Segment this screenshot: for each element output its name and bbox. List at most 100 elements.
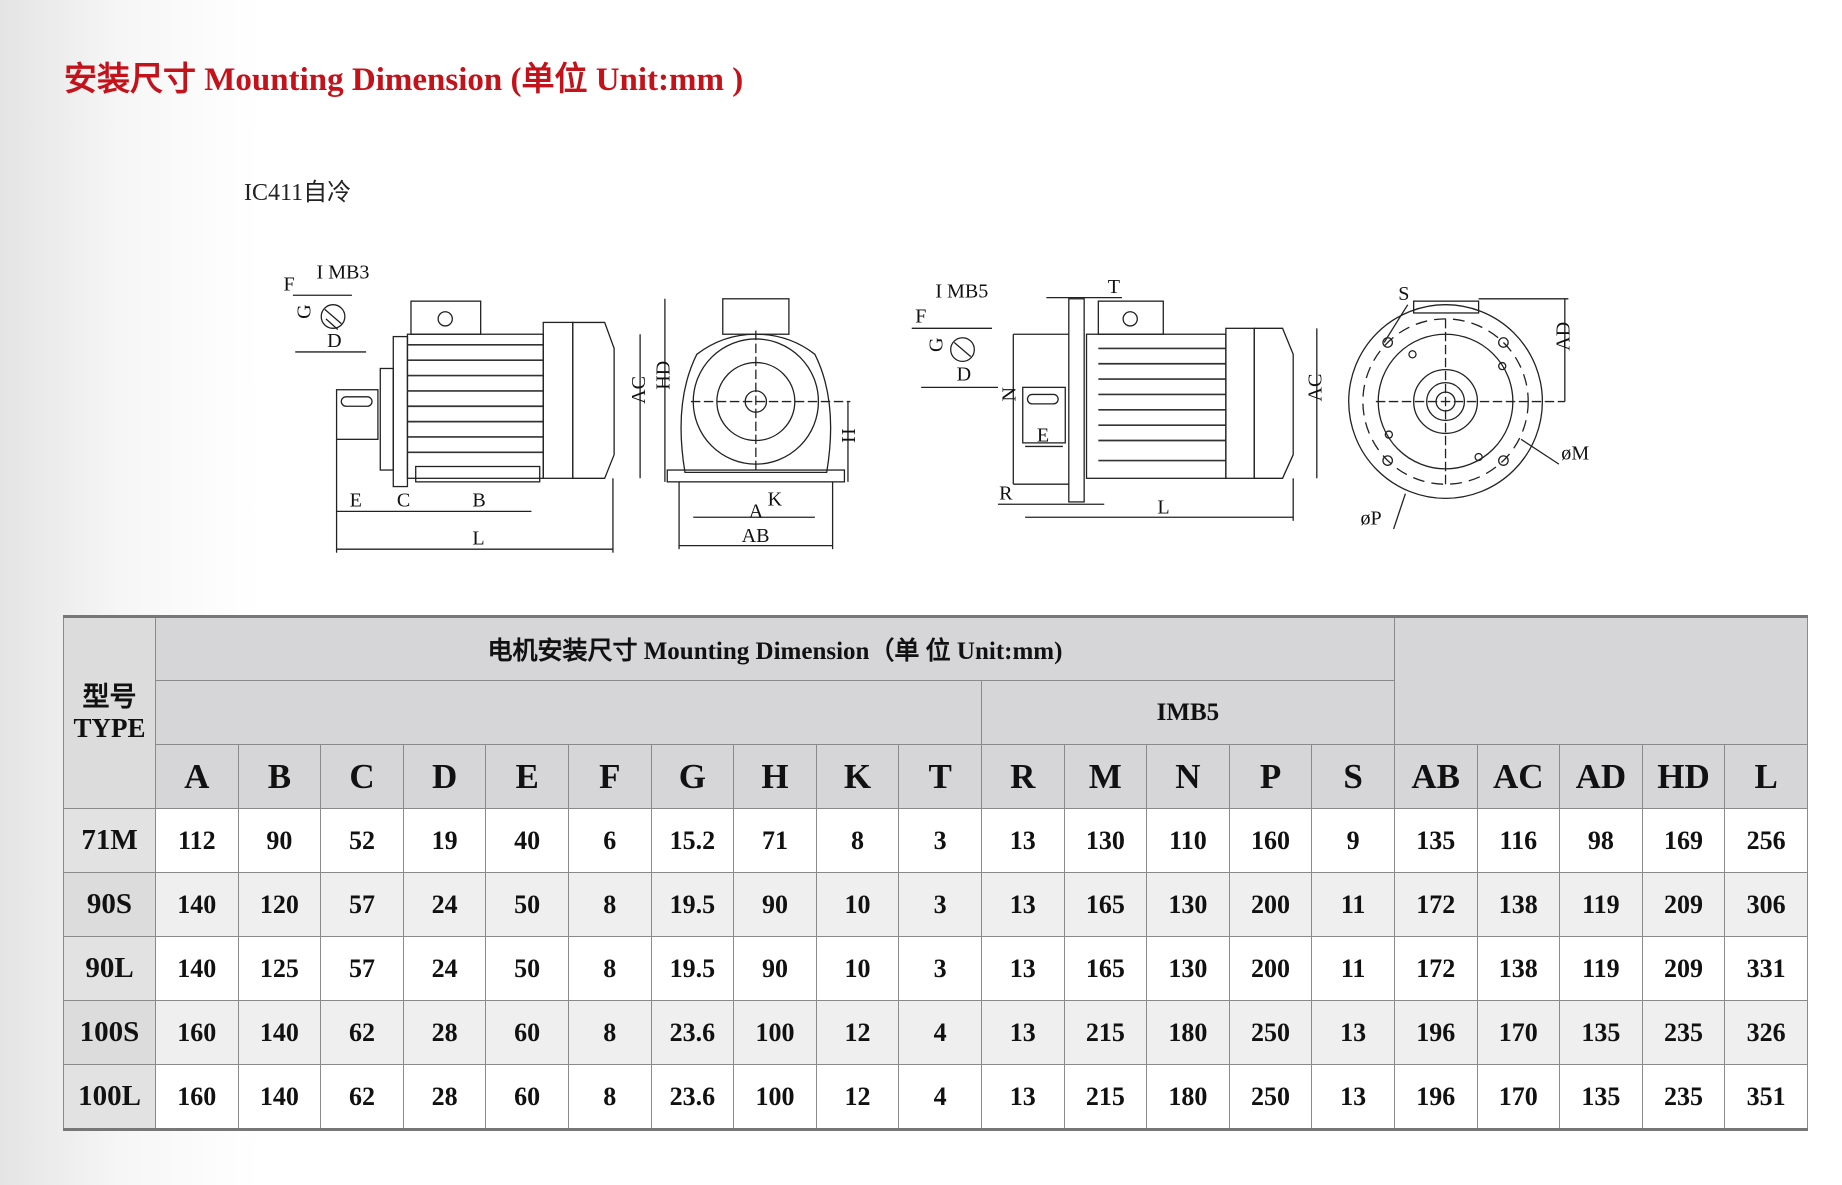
column-header-k: K [815, 744, 900, 809]
value-cell-e: 60 [485, 1000, 569, 1065]
value-cell-p: 160 [1228, 808, 1313, 873]
value-cell-f: 6 [567, 808, 652, 873]
value-cell-n: 130 [1146, 936, 1230, 1001]
dim-ab: AB [742, 525, 770, 547]
dim-a: A [749, 500, 764, 522]
value-cell-a: 160 [155, 1064, 239, 1130]
value-cell-r: 13 [980, 872, 1065, 937]
table-subgroup-row: IMB5 [64, 680, 1808, 745]
value-cell-h: 100 [733, 1000, 817, 1065]
dim-g: G [294, 304, 316, 319]
dim-t: T [1108, 276, 1120, 298]
dim-k: K [768, 488, 783, 510]
value-cell-c: 57 [320, 936, 404, 1001]
dim-c: C [397, 490, 410, 512]
column-header-l: L [1724, 744, 1808, 809]
value-cell-c: 57 [320, 872, 404, 937]
value-cell-ac: 170 [1476, 1064, 1561, 1130]
dim-p: øP [1361, 507, 1382, 529]
value-cell-ab: 172 [1393, 872, 1478, 937]
column-header-ac: AC [1476, 744, 1561, 809]
value-cell-h: 90 [733, 872, 817, 937]
value-cell-s: 13 [1311, 1064, 1395, 1130]
value-cell-a: 140 [155, 872, 239, 937]
column-header-p: P [1228, 744, 1313, 809]
value-cell-ab: 172 [1393, 936, 1478, 1001]
value-cell-a: 160 [155, 1000, 239, 1065]
value-cell-h: 100 [733, 1064, 817, 1130]
type-header-en: TYPE [73, 713, 146, 743]
column-header-d: D [402, 744, 487, 809]
value-cell-f: 8 [567, 872, 652, 937]
dim-r: R [999, 483, 1013, 505]
value-cell-d: 24 [402, 872, 487, 937]
value-cell-ad: 98 [1559, 808, 1643, 873]
value-cell-a: 140 [155, 936, 239, 1001]
value-cell-d: 28 [402, 1000, 487, 1065]
value-cell-d: 19 [402, 808, 487, 873]
value-cell-ac: 170 [1476, 1000, 1561, 1065]
value-cell-g: 15.2 [650, 808, 735, 873]
dim-e5: E [1037, 425, 1049, 447]
value-cell-r: 13 [980, 1000, 1065, 1065]
value-cell-b: 120 [237, 872, 322, 937]
dim-ad: AD [1553, 322, 1575, 351]
type-cell: 100L [63, 1064, 156, 1130]
value-cell-d: 28 [402, 1064, 487, 1130]
dim-b: B [472, 490, 485, 512]
value-cell-t: 3 [898, 872, 982, 937]
value-cell-r: 13 [980, 936, 1065, 1001]
value-cell-t: 3 [898, 808, 982, 873]
value-cell-e: 40 [485, 808, 569, 873]
value-cell-e: 50 [485, 936, 569, 1001]
value-cell-hd: 209 [1641, 872, 1726, 937]
value-cell-r: 13 [980, 808, 1065, 873]
type-cell: 71M [63, 808, 156, 873]
value-cell-hd: 169 [1641, 808, 1726, 873]
dim-s: S [1398, 283, 1409, 305]
value-cell-ad: 135 [1559, 1064, 1643, 1130]
value-cell-k: 8 [815, 808, 900, 873]
imb5-header: IMB5 [980, 680, 1395, 745]
value-cell-k: 12 [815, 1000, 900, 1065]
column-header-t: T [898, 744, 982, 809]
column-header-m: M [1063, 744, 1148, 809]
value-cell-t: 3 [898, 936, 982, 1001]
dim-ac5: AC [1305, 374, 1327, 402]
imb3-label: I MB3 [317, 262, 370, 284]
column-header-r: R [980, 744, 1065, 809]
value-cell-m: 165 [1063, 872, 1148, 937]
dim-ac: AC [628, 376, 650, 404]
blank-subheader [155, 680, 982, 745]
value-cell-h: 71 [733, 808, 817, 873]
value-cell-k: 12 [815, 1064, 900, 1130]
value-cell-g: 23.6 [650, 1000, 735, 1065]
column-header-s: S [1311, 744, 1395, 809]
value-cell-ad: 135 [1559, 1000, 1643, 1065]
imb5-flange-view: AD S øM øP [1348, 283, 1589, 529]
value-cell-b: 140 [237, 1064, 322, 1130]
table-group-header-row: 型号 TYPE 电机安装尺寸 Mounting Dimension（单 位 Un… [63, 616, 1809, 809]
cooling-type-label: IC411自冷 [244, 180, 352, 206]
column-header-f: F [567, 744, 652, 809]
value-cell-r: 13 [980, 1064, 1065, 1130]
value-cell-l: 326 [1724, 1000, 1808, 1065]
value-cell-m: 130 [1063, 808, 1148, 873]
value-cell-k: 10 [815, 872, 900, 937]
dim-e: E [350, 490, 362, 512]
page-title: 安装尺寸 Mounting Dimension (单位 Unit:mm ) [64, 62, 744, 98]
dim-f: F [283, 274, 294, 296]
value-cell-k: 10 [815, 936, 900, 1001]
imb5-label: I MB5 [935, 281, 988, 303]
dim-l: L [472, 527, 484, 549]
blank-header [1393, 616, 1809, 745]
imb3-side-view: I MB3 F G D E C B L AC HD [283, 262, 675, 553]
value-cell-h: 90 [733, 936, 817, 1001]
value-cell-m: 215 [1063, 1000, 1148, 1065]
dim-n: N [999, 387, 1021, 402]
value-cell-c: 52 [320, 808, 404, 873]
